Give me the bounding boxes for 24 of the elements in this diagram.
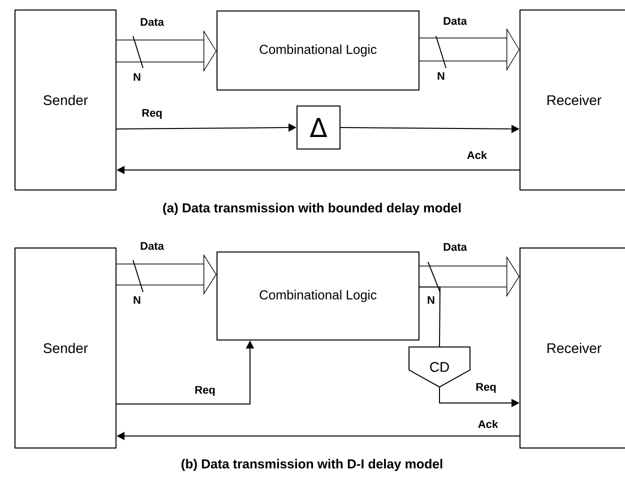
sender-box: Sender (14, 10, 116, 190)
edge-label: Ack (466, 150, 488, 160)
bus-width-label: N (134, 296, 140, 304)
bus-width-label: N (428, 296, 434, 304)
caption: (b) Data transmission with D-I delay model (182, 458, 442, 472)
completion-detector: CD (408, 346, 470, 388)
edge-label: Ack (476, 418, 500, 430)
bus-width-label: N (134, 73, 140, 81)
edge-label: Req (194, 385, 216, 397)
edge-label: Data (139, 241, 165, 251)
caption: (a) Data transmission with bounded delay model (163, 202, 461, 216)
edge-label: Data (442, 242, 468, 252)
branch-line (419, 286, 440, 347)
receiver-box: Receiver (520, 10, 625, 190)
logic-box: Combinational Logic (216, 10, 420, 90)
edge-label: Data (442, 16, 468, 26)
edge-label: Req (474, 382, 498, 394)
delay-box: Δ (296, 106, 340, 150)
logic-box: Combinational Logic (216, 252, 420, 340)
edge-label: Data (139, 17, 165, 27)
receiver-box: Receiver (520, 248, 625, 448)
edge-label: Req (140, 108, 164, 120)
bus-width-label: N (438, 72, 444, 80)
sender-box: Sender (14, 248, 116, 448)
